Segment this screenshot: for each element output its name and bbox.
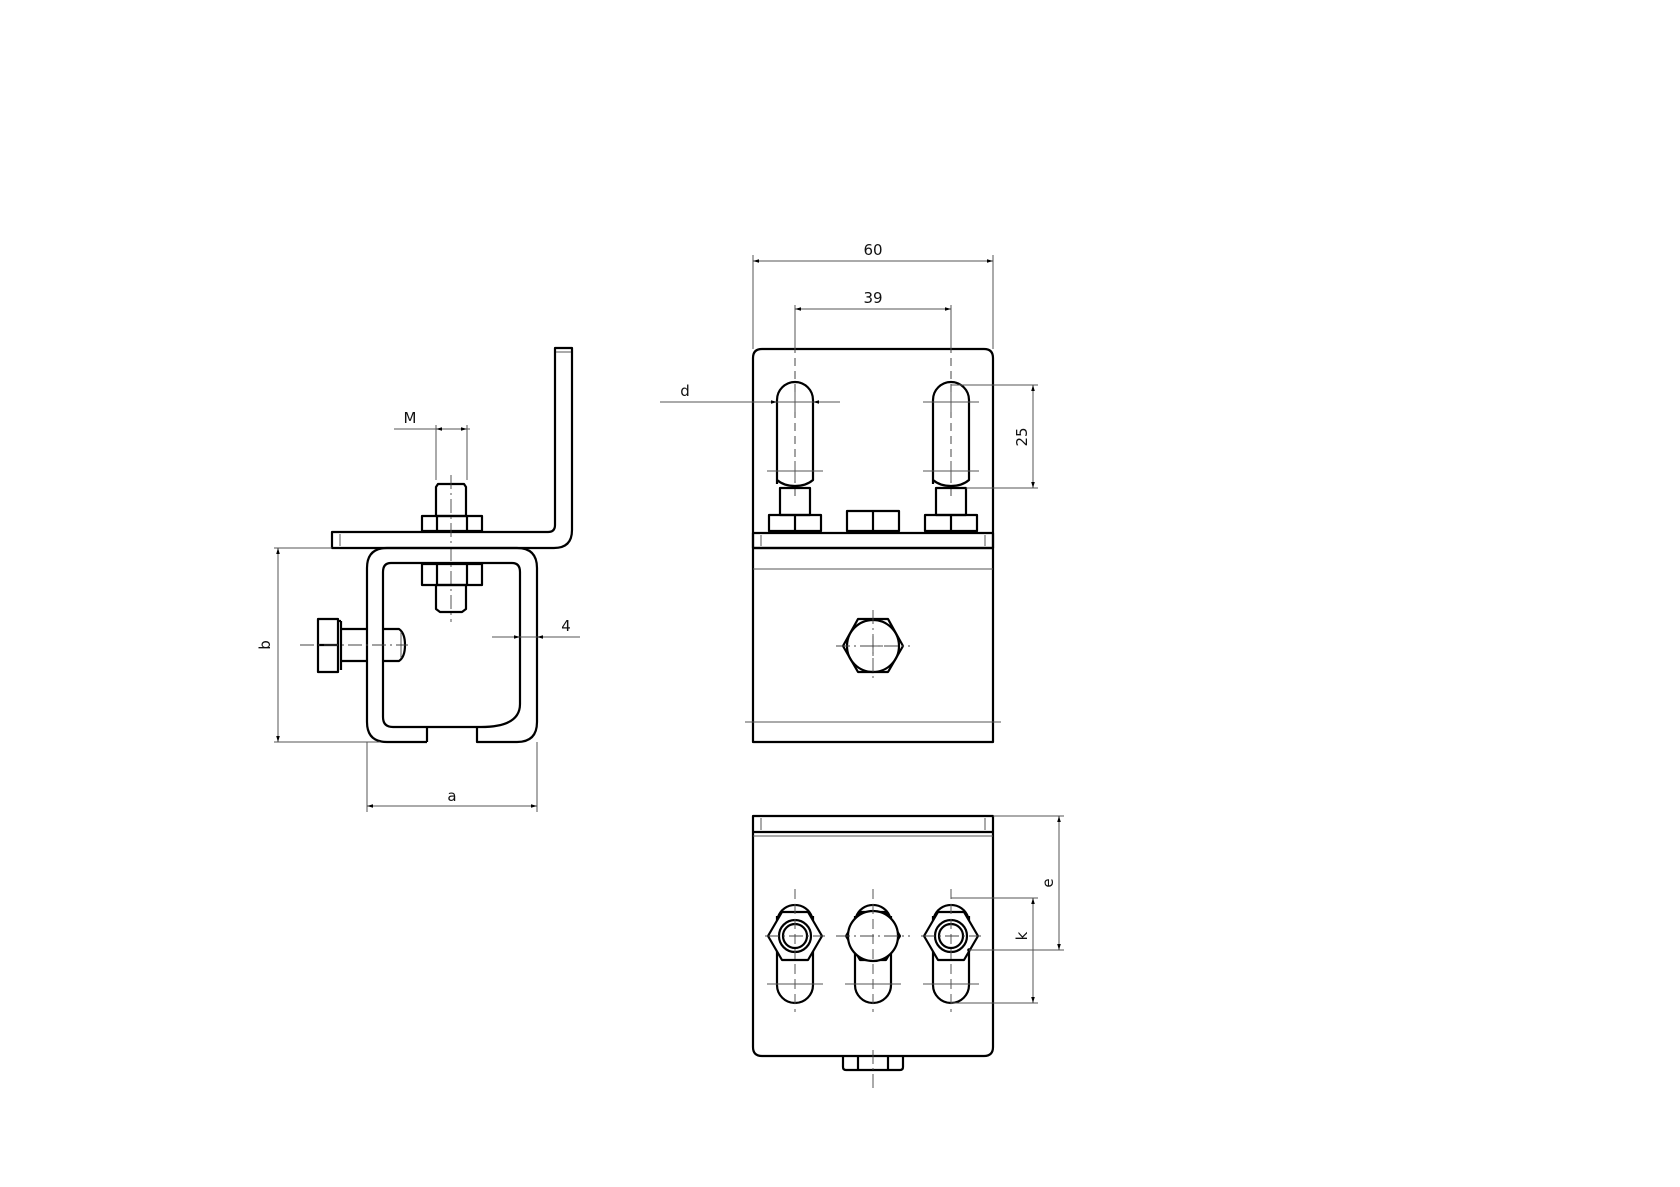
bottom-view: e k bbox=[751, 814, 1064, 1090]
dim-label-b: b bbox=[256, 640, 274, 650]
dim-label-d: d bbox=[680, 382, 690, 400]
dim-label-25: 25 bbox=[1013, 427, 1031, 446]
bottom-slot-left bbox=[765, 889, 825, 1012]
dim-label-4: 4 bbox=[561, 617, 571, 635]
front-plate bbox=[751, 347, 995, 548]
bottom-slot-right bbox=[921, 889, 981, 1012]
bottom-nut bbox=[841, 1050, 905, 1090]
side-view: M 4 b bbox=[256, 346, 580, 812]
dim-label-39: 39 bbox=[863, 289, 882, 307]
top-bolt bbox=[420, 482, 484, 533]
front-slot-left bbox=[767, 345, 823, 533]
angle-bracket bbox=[330, 346, 574, 550]
dim-label-m: M bbox=[404, 409, 417, 427]
front-slot-right bbox=[923, 345, 979, 533]
bottom-plate bbox=[751, 814, 995, 1058]
front-view: 60 39 d 25 bbox=[660, 241, 1038, 744]
bottom-slot-middle bbox=[836, 889, 910, 1012]
front-hex-bolt bbox=[836, 610, 910, 682]
dim-label-e: e bbox=[1039, 878, 1057, 887]
dim-label-60: 60 bbox=[863, 241, 882, 259]
inner-nut bbox=[420, 562, 484, 614]
c-channel-profile bbox=[365, 546, 539, 744]
dim-label-k: k bbox=[1013, 931, 1031, 940]
dim-label-a: a bbox=[447, 787, 456, 805]
side-bolt bbox=[300, 617, 408, 674]
